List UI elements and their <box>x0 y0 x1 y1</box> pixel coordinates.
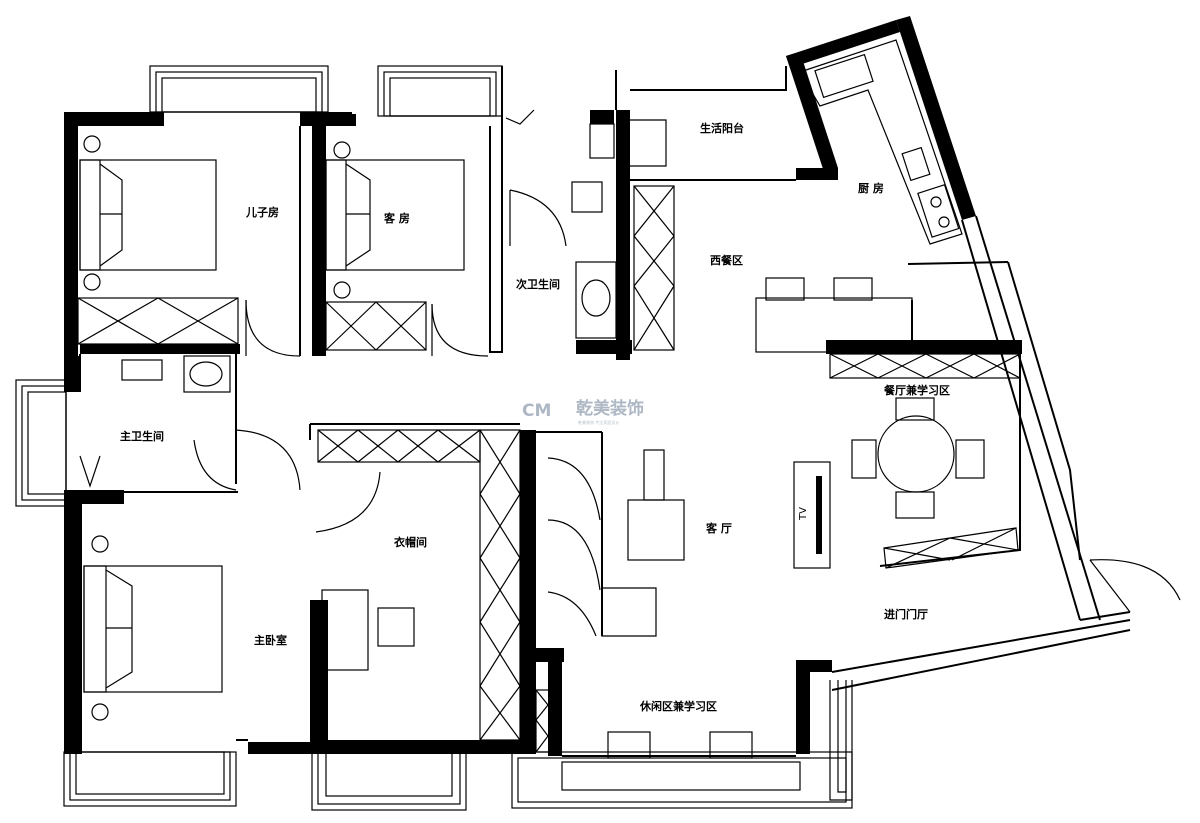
label-walk-in-closet: 衣帽间 <box>394 535 427 549</box>
logo-tagline: 乾美装饰 专注家居设计 <box>578 419 619 425</box>
dining-table <box>851 397 985 519</box>
closet-top-cabinet <box>317 429 481 463</box>
doors <box>193 189 1181 613</box>
tv-label: TV <box>798 507 809 521</box>
guest-room-wardrobe <box>325 301 427 351</box>
kitchen-fixtures <box>630 39 963 245</box>
label-kitchen: 厨 房 <box>858 181 884 195</box>
master-bedroom-bed <box>83 535 223 721</box>
dining-bottom-cabinet <box>883 527 1019 569</box>
company-logo: CM 乾美装饰 乾美装饰 专注家居设计 <box>522 398 644 425</box>
label-leisure-study: 休闲区兼学习区 <box>639 699 717 713</box>
label-master-bedroom: 主卧室 <box>254 633 287 647</box>
label-guest-room: 客 房 <box>383 211 410 225</box>
structural-walls <box>64 16 1022 756</box>
bottom-right-window-bay <box>511 751 853 809</box>
label-living-room: 客 厅 <box>705 521 732 535</box>
label-master-bath: 主卫生间 <box>120 429 164 443</box>
guest-room-bed <box>325 141 465 299</box>
logo-name: 乾美装饰 <box>576 398 644 419</box>
right-window-strip <box>829 680 853 801</box>
second-bath-fixtures <box>505 109 617 339</box>
left-window-bay <box>15 379 67 507</box>
label-second-bath: 次卫生间 <box>516 277 560 291</box>
son-room-wardrobe <box>77 297 239 345</box>
label-kitchen-balcony: 生活阳台 <box>700 121 744 135</box>
label-dining-study: 餐厅兼学习区 <box>883 383 950 397</box>
bottom-left-window-bay <box>63 751 237 807</box>
logo-mark: CM <box>522 401 551 421</box>
top-mid-window-bay <box>377 65 503 117</box>
western-dining-counter <box>755 277 913 353</box>
top-left-window-bay <box>149 65 329 113</box>
bottom-mid-window-bay <box>311 751 467 811</box>
label-son-room: 儿子房 <box>245 205 279 219</box>
master-bath-fixtures <box>79 355 231 488</box>
tv-unit: TV <box>793 461 831 569</box>
living-room-furniture <box>547 449 685 637</box>
dining-side-cabinet <box>633 185 675 351</box>
dining-top-cabinet <box>829 353 1021 379</box>
label-entrance-hall: 进门门厅 <box>884 607 928 621</box>
son-room-bed <box>79 135 217 291</box>
thin-partitions <box>79 66 1131 757</box>
room-labels: 儿子房 客 房 次卫生间 生活阳台 厨 房 西餐区 餐厅兼学习区 主卫生间 衣帽… <box>120 121 950 713</box>
closet-side-cabinet <box>479 429 521 741</box>
label-western-dining: 西餐区 <box>710 253 743 267</box>
leisure-side-cabinet <box>535 689 561 753</box>
wardrobes <box>77 185 1021 753</box>
study-desks <box>321 589 753 759</box>
